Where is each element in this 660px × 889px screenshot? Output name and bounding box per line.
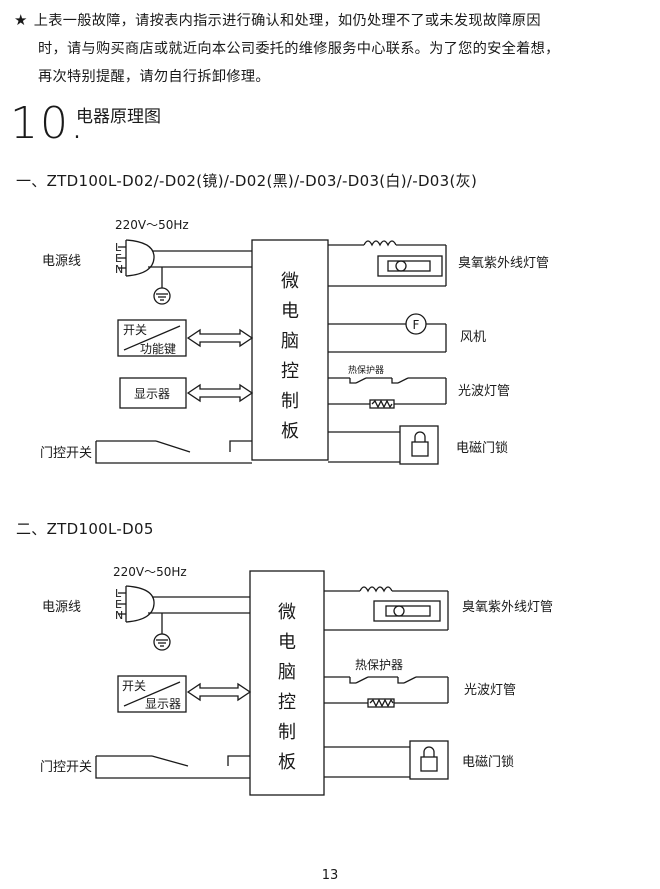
controller-board	[249, 570, 325, 796]
power-plug-icon	[118, 585, 155, 623]
display-label: 显示器	[145, 697, 181, 711]
lock-circuit	[328, 425, 439, 465]
diagram2: 220V～50Hz 电源线 L E N 微 电 脑 控 制 板 开关	[40, 565, 553, 796]
display-label: 显示器	[134, 387, 170, 401]
section-number: 10.	[10, 98, 86, 149]
plug-l: L	[115, 241, 122, 254]
ground-icon	[153, 613, 171, 651]
power-plug-icon	[118, 239, 155, 277]
note-line-3: 再次特别提醒，请勿自行拆卸修理。	[38, 69, 270, 85]
plug-e: E	[115, 252, 122, 265]
power-line-label: 电源线	[42, 254, 81, 269]
safety-note: ★ 上表一般故障，请按表内指示进行确认和处理，如仍处理不了或未发现故障原因 时，请…	[14, 6, 646, 91]
switch-label: 开关	[122, 679, 146, 693]
lock-circuit	[324, 740, 449, 780]
section-title: 电器原理图	[76, 107, 161, 127]
fan-symbol: F	[413, 318, 420, 332]
thermal-protector-label: 热保护器	[348, 364, 384, 376]
controller-char: 制	[278, 722, 296, 743]
controller-char: 微	[278, 602, 296, 623]
double-arrow-icon	[186, 682, 252, 702]
double-arrow-icon	[186, 328, 254, 348]
wave-lamp-circuit	[328, 377, 447, 409]
voltage-label: 220V～50Hz	[115, 218, 189, 232]
display-box	[119, 377, 187, 409]
door-switch-icon	[95, 755, 250, 779]
voltage-label: 220V～50Hz	[113, 565, 187, 579]
switch-box	[117, 319, 187, 357]
door-switch-icon	[95, 440, 252, 464]
controller-char: 电	[278, 632, 296, 653]
door-switch-label: 门控开关	[40, 446, 92, 461]
controller-char: 控	[281, 361, 299, 382]
controller-char: 微	[281, 271, 299, 292]
plug-l: L	[115, 587, 122, 600]
note-line-1: 上表一般故障，请按表内指示进行确认和处理，如仍处理不了或未发现故障原因	[33, 13, 541, 29]
double-arrow-icon	[186, 383, 254, 403]
plug-e: E	[115, 598, 122, 611]
plug-n: N	[115, 609, 123, 622]
lock-icon	[411, 441, 429, 457]
controller-char: 控	[278, 692, 296, 713]
uv-lamp-circuit	[328, 240, 447, 287]
ground-icon	[153, 267, 171, 305]
diagram1: 220V～50Hz 电源线 L E N 微 电 脑 控 制 板	[40, 218, 549, 465]
switch-label: 开关	[123, 323, 147, 337]
lock-icon	[420, 756, 438, 772]
fan-label: 风机	[460, 330, 486, 345]
uv-lamp-label: 臭氧紫外线灯管	[462, 600, 553, 615]
switch-box	[117, 675, 187, 713]
uv-lamp-circuit	[324, 586, 449, 631]
controller-char: 板	[281, 421, 299, 442]
thermal-protector-label: 热保护器	[355, 658, 403, 672]
plug-n: N	[115, 263, 123, 276]
controller-char: 脑	[278, 662, 296, 683]
lock-label: 电磁门锁	[462, 754, 514, 770]
wave-lamp-label: 光波灯管	[464, 683, 516, 698]
star-icon: ★	[14, 11, 28, 29]
controller-char: 制	[281, 391, 299, 412]
wave-lamp-label: 光波灯管	[458, 384, 510, 399]
lock-label: 电磁门锁	[456, 440, 508, 456]
controller-char: 电	[281, 301, 299, 322]
door-switch-label: 门控开关	[40, 760, 92, 775]
controller-char: 板	[278, 752, 296, 773]
power-line-label: 电源线	[42, 600, 81, 615]
fan-circuit	[328, 313, 447, 353]
diagram2-heading: 二、ZTD100L-D05	[16, 520, 154, 538]
note-line-2: 时，请与购买商店或就近向本公司委托的维修服务中心联系。为了您的安全着想，	[38, 41, 560, 57]
page-number: 13	[321, 868, 339, 883]
controller-char: 脑	[281, 331, 299, 352]
controller-board	[251, 239, 329, 461]
uv-lamp-label: 臭氧紫外线灯管	[458, 256, 549, 271]
diagram1-heading: 一、ZTD100L-D02/-D02(镜)/-D02(黑)/-D03/-D03(…	[16, 172, 478, 190]
function-key-label: 功能键	[140, 342, 176, 356]
wave-lamp-circuit	[324, 676, 449, 708]
